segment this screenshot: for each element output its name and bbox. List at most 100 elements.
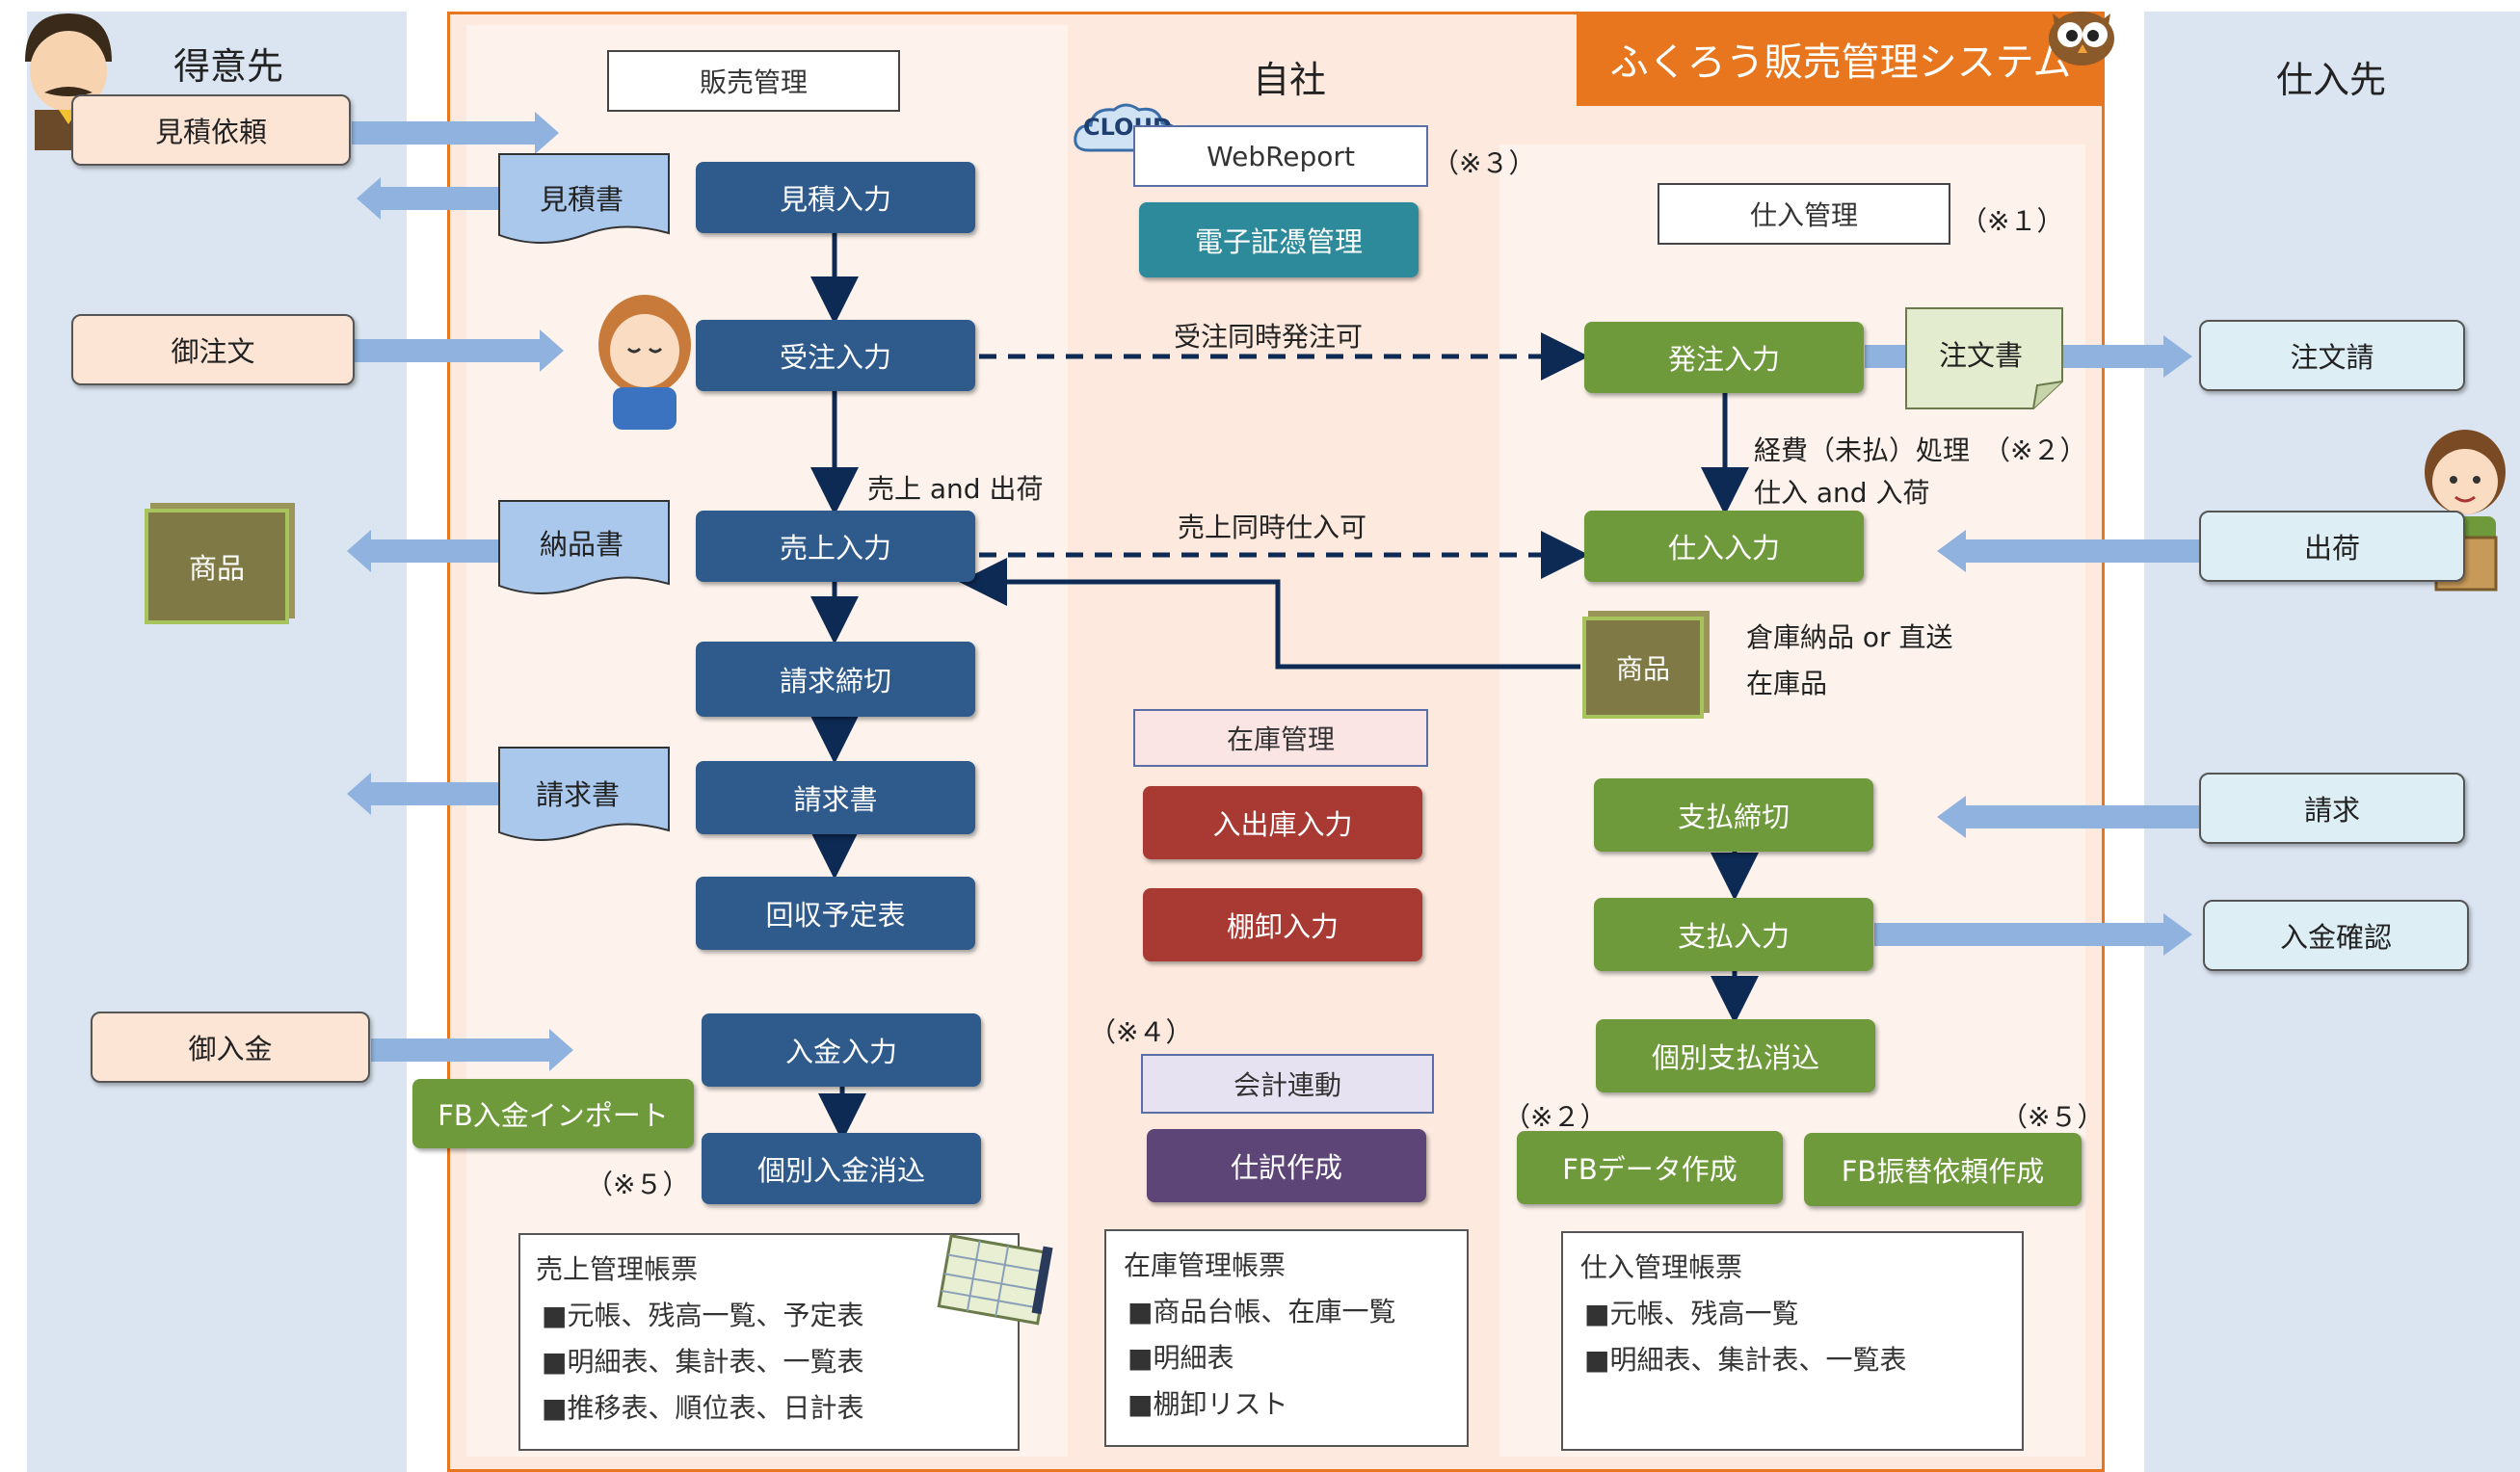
order-ack-label: 注文請 <box>2290 341 2374 374</box>
estimate-entry-button[interactable]: 見積入力 <box>696 162 975 233</box>
journal-button[interactable]: 仕訳作成 <box>1147 1129 1426 1202</box>
purchase-payment-entry-label: 支払入力 <box>1677 920 1790 953</box>
po-entry-label: 発注入力 <box>1667 343 1780 376</box>
shipment-box: 出荷 <box>2199 511 2465 582</box>
purchase-note1: （※１） <box>1960 205 2064 237</box>
doc-delivery-shape <box>498 500 670 594</box>
inventory-reports-box: 在庫管理帳票 ■商品台帳、在庫一覧 ■明細表 ■棚卸リスト <box>1104 1229 1469 1447</box>
po-entry-button[interactable]: 発注入力 <box>1584 322 1864 393</box>
collection-plan-label: 回収予定表 <box>765 899 906 932</box>
notebook-pen-icon <box>937 1234 1053 1326</box>
webreport-label: WebReport <box>1207 140 1355 172</box>
doc-po-shape <box>1905 307 2063 409</box>
shipment-label: 出荷 <box>2303 532 2360 565</box>
inventory-reports-title: 在庫管理帳票 <box>1124 1249 1287 1281</box>
owl-logo-icon <box>2049 12 2114 66</box>
purchase-reports-box: 仕入管理帳票 ■元帳、残高一覧 ■明細表、集計表、一覧表 <box>1561 1231 2024 1451</box>
invoice-label: 請求書 <box>793 783 878 816</box>
purchase-reports-item: ■明細表、集計表、一覧表 <box>1584 1344 1907 1376</box>
accounting-header: 会計連動 <box>1141 1054 1434 1114</box>
payment-entry-button[interactable]: 入金入力 <box>702 1013 981 1087</box>
billing-label: 請求 <box>2303 794 2360 827</box>
company-note4: （※４） <box>1089 1016 1193 1048</box>
evidence-label: 電子証憑管理 <box>1194 225 1363 258</box>
order-entry-label: 受注入力 <box>779 341 891 374</box>
purchase-payment-entry-button[interactable]: 支払入力 <box>1594 898 1873 971</box>
sales-header: 販売管理 <box>607 50 900 112</box>
billing-box: 請求 <box>2199 773 2465 844</box>
company-note3: （※３） <box>1432 147 1536 179</box>
supplier-lane-title: 仕入先 <box>2276 59 2387 101</box>
stock-io-button[interactable]: 入出庫入力 <box>1143 786 1422 859</box>
purchase-and-receive-text: 仕入 and 入荷 <box>1754 477 1930 509</box>
payment-clear-label: 個別入金消込 <box>756 1154 925 1187</box>
customer-goods-label: 商品 <box>188 552 245 585</box>
doc-invoice-label: 請求書 <box>536 778 621 811</box>
system-title-bar: ふくろう販売管理システム <box>1577 12 2105 106</box>
billing-close-label: 請求締切 <box>779 665 891 697</box>
sales-reports-item: ■推移表、順位表、日計表 <box>542 1392 864 1424</box>
purchase-reports-item: ■元帳、残高一覧 <box>1584 1298 1799 1329</box>
sales-panel <box>466 25 1068 1457</box>
inventory-header: 在庫管理 <box>1133 709 1428 767</box>
doc-delivery-label: 納品書 <box>540 528 624 561</box>
payment-close-label: 支払締切 <box>1677 801 1790 833</box>
customer-lane <box>27 12 407 1472</box>
payment-entry-label: 入金入力 <box>784 1036 897 1068</box>
estimate-request-label: 見積依頼 <box>154 116 267 148</box>
fb-data-button[interactable]: FBデータ作成 <box>1517 1131 1783 1204</box>
inventory-reports-item: ■棚卸リスト <box>1127 1388 1288 1420</box>
company-lane-title: 自社 <box>1253 59 1327 101</box>
doc-estimate-label: 見積書 <box>540 183 624 216</box>
inventory-header-label: 在庫管理 <box>1226 723 1335 755</box>
purchase-entry-button[interactable]: 仕入入力 <box>1584 511 1864 582</box>
order-entry-button[interactable]: 受注入力 <box>696 320 975 391</box>
sales-and-ship-text: 売上 and 出荷 <box>867 473 1044 505</box>
payment-clear-purchase-button[interactable]: 個別支払消込 <box>1596 1019 1875 1092</box>
sales-entry-label: 売上入力 <box>779 532 891 565</box>
customer-goods-box: 商品 <box>145 509 289 624</box>
stock-io-label: 入出庫入力 <box>1212 808 1353 841</box>
system-title: ふくろう販売管理システム <box>1609 40 2072 85</box>
supplier-lane <box>2144 12 2520 1472</box>
sales-reports-title: 売上管理帳票 <box>536 1253 699 1285</box>
receptionist-icon <box>598 295 691 430</box>
sales-reports-item: ■元帳、残高一覧、予定表 <box>542 1300 864 1331</box>
payment-close-button[interactable]: 支払締切 <box>1594 778 1873 852</box>
fb-import-label: FB入金インポート <box>438 1099 669 1132</box>
estimate-request-box: 見積依頼 <box>71 94 351 166</box>
payment-clear-button[interactable]: 個別入金消込 <box>702 1133 981 1204</box>
estimate-entry-label: 見積入力 <box>779 183 891 216</box>
order-ack-box: 注文請 <box>2199 320 2465 391</box>
fb-import-button[interactable]: FB入金インポート <box>412 1079 694 1148</box>
fb-data-label: FBデータ作成 <box>1562 1153 1737 1186</box>
payment-confirm-label: 入金確認 <box>2279 921 2392 954</box>
doc-estimate-shape <box>498 153 670 244</box>
doc-invoice-shape <box>498 747 670 841</box>
billing-close-button[interactable]: 請求締切 <box>696 642 975 717</box>
sales-header-label: 販売管理 <box>699 66 808 98</box>
order-box: 御注文 <box>71 314 355 385</box>
sales-entry-button[interactable]: 売上入力 <box>696 511 975 582</box>
payment-clear-purchase-label: 個別支払消込 <box>1651 1041 1819 1074</box>
payment-confirm-box: 入金確認 <box>2203 900 2469 971</box>
order-with-po-text: 受注同時発注可 <box>1174 321 1364 353</box>
purchase-header: 仕入管理 <box>1658 183 1950 245</box>
expense-text: 経費（未払）処理 （※２） <box>1754 434 2087 466</box>
invoice-button[interactable]: 請求書 <box>696 761 975 834</box>
doc-po-label: 注文書 <box>1939 339 2024 372</box>
fb-transfer-button[interactable]: FB振替依頼作成 <box>1804 1133 2082 1206</box>
collection-plan-button[interactable]: 回収予定表 <box>696 877 975 950</box>
order-label: 御注文 <box>171 335 255 368</box>
webreport-box[interactable]: WebReport <box>1133 125 1428 187</box>
evidence-button[interactable]: 電子証憑管理 <box>1139 202 1419 277</box>
accounting-header-label: 会計連動 <box>1233 1069 1341 1101</box>
payment-box: 御入金 <box>91 1012 370 1083</box>
stocktake-button[interactable]: 棚卸入力 <box>1143 888 1422 961</box>
purchase-entry-label: 仕入入力 <box>1667 532 1780 565</box>
inventory-reports-item: ■商品台帳、在庫一覧 <box>1127 1296 1396 1327</box>
purchase-reports-title: 仕入管理帳票 <box>1580 1251 1743 1283</box>
purchase-goods-box: 商品 <box>1582 617 1704 719</box>
sales-reports-box: 売上管理帳票 ■元帳、残高一覧、予定表 ■明細表、集計表、一覧表 ■推移表、順位… <box>518 1233 1020 1451</box>
purchase-note5: （※５） <box>2001 1101 2105 1133</box>
